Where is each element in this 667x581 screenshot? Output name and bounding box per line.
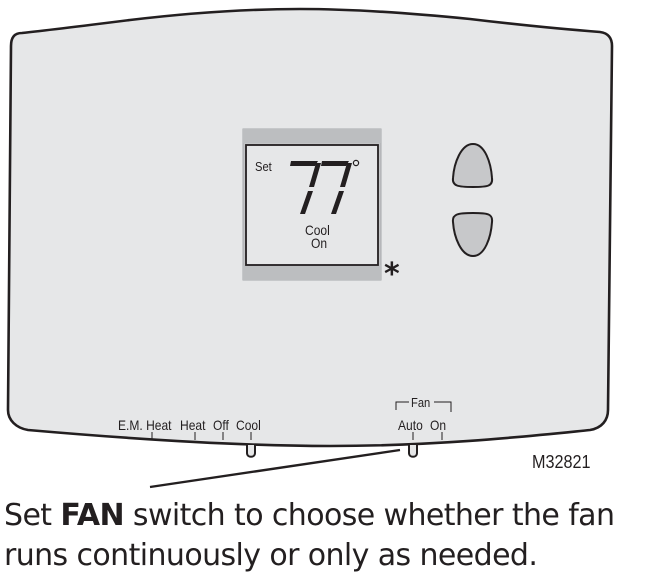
caption-prefix: Set (4, 498, 61, 533)
up-button[interactable] (451, 142, 494, 189)
fan-switch-title: Fan (411, 395, 431, 410)
system-switch-ticks (151, 432, 443, 440)
mode-cool-label: Cool (305, 222, 330, 238)
temperature-digits (290, 161, 352, 214)
caption-line-1: Set FAN switch to choose whether the fan (4, 496, 615, 536)
mode-on-label: On (311, 235, 328, 251)
down-button[interactable] (451, 211, 494, 258)
switch-label-heat[interactable]: Heat (180, 417, 206, 433)
switch-label-cool[interactable]: Cool (236, 417, 261, 433)
caption-bold-fan: FAN (60, 498, 124, 533)
callout-leader-line (149, 448, 401, 489)
fan-switch-knob[interactable] (408, 445, 418, 458)
fan-label-on[interactable]: On (430, 417, 447, 433)
caption-rest: switch to choose whether the fan (123, 498, 615, 533)
switch-label-em-heat[interactable]: E.M. Heat (118, 417, 172, 433)
system-switch-knob[interactable] (246, 445, 256, 458)
caption-line-2: runs continuously or only as needed. (4, 538, 538, 573)
set-label: Set (255, 159, 272, 174)
fan-label-auto[interactable]: Auto (398, 417, 423, 433)
caption: Set FAN switch to choose whether the fan… (4, 496, 615, 576)
switch-label-off[interactable]: Off (213, 417, 229, 433)
figure-id: M32821 (532, 452, 591, 472)
asterisk-marker: * (384, 257, 400, 292)
